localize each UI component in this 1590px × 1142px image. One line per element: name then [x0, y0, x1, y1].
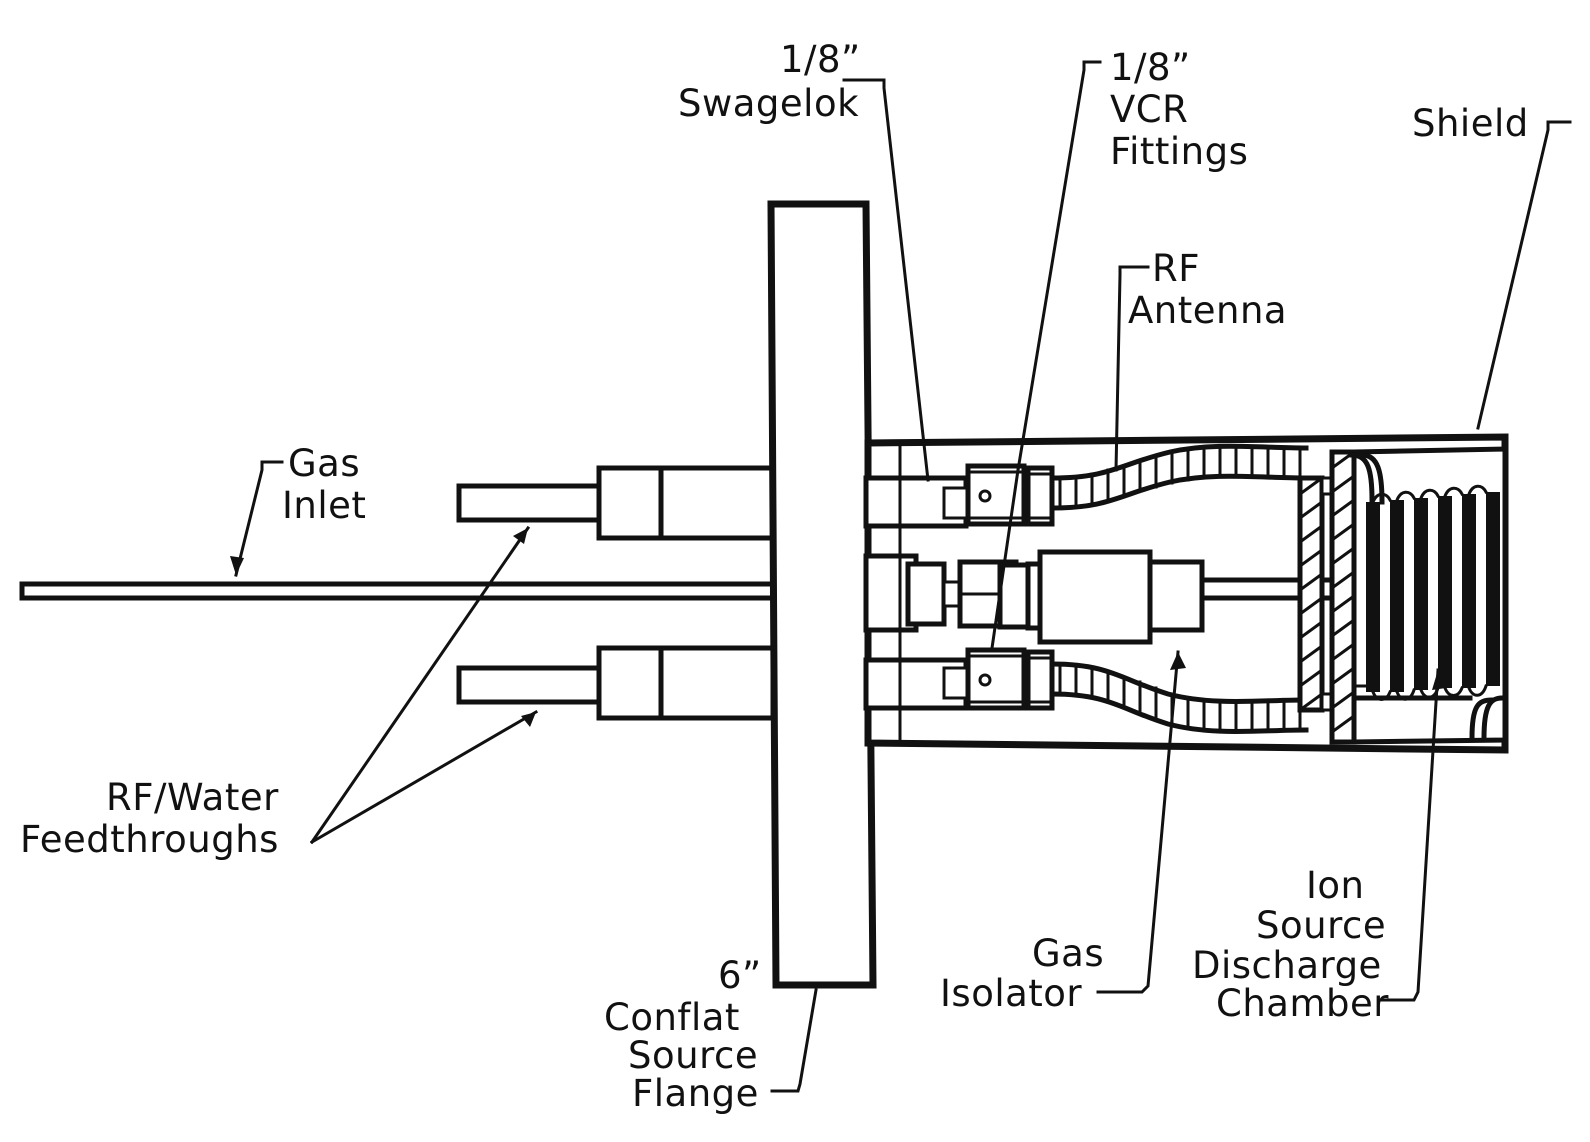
label-rf-water-feedthroughs: RF/Water Feedthroughs — [20, 776, 279, 861]
label-flange-line1: Conflat — [604, 996, 740, 1039]
label-swagelok-line2: Swagelok — [678, 82, 859, 125]
leader-lines — [234, 60, 1572, 1093]
rf-antenna-coil — [1366, 484, 1500, 701]
label-rf-antenna-line2: Antenna — [1128, 289, 1287, 332]
label-gas-isolator: Gas Isolator — [940, 932, 1104, 1015]
label-vcr-line1: 1/8” — [1110, 46, 1191, 89]
label-chamber-line3: Discharge — [1192, 944, 1382, 987]
label-gas-inlet: Gas Inlet — [282, 442, 366, 527]
label-feedthroughs-line2: Feedthroughs — [20, 818, 279, 861]
label-vcr-fittings: 1/8” VCR Fittings — [1110, 46, 1248, 173]
chamber-wall — [1329, 449, 1357, 745]
label-rf-antenna: RF Antenna — [1128, 247, 1287, 332]
label-swagelok-line1: 1/8” — [780, 38, 861, 81]
vcr-fitting-upper — [942, 463, 1055, 527]
label-gas-isolator-line1: Gas — [1032, 932, 1104, 975]
label-gas-inlet-line1: Gas — [288, 442, 360, 485]
label-swagelok: 1/8” Swagelok — [678, 38, 861, 125]
vcr-fitting-lower — [942, 647, 1055, 711]
label-feedthroughs-line1: RF/Water — [106, 776, 279, 819]
rf-water-feedthrough-upper — [456, 465, 776, 541]
ion-source-discharge-chamber — [1297, 446, 1508, 745]
label-chamber-line1: Ion — [1306, 864, 1365, 907]
label-flange-line2: Source — [628, 1034, 758, 1077]
label-flange-line3: Flange — [632, 1072, 759, 1115]
shield-inner-lines — [866, 441, 946, 745]
label-rf-antenna-line1: RF — [1152, 247, 1200, 290]
label-shield-line1: Shield — [1412, 102, 1529, 145]
label-vcr-line3: Fittings — [1110, 130, 1248, 173]
rf-water-feedthrough-lower — [456, 645, 776, 721]
leader-arrowheads — [230, 528, 1446, 727]
gas-inlet-tube — [19, 581, 777, 601]
conflat-source-flange — [767, 200, 877, 989]
label-vcr-line2: VCR — [1110, 88, 1188, 131]
label-ion-source-discharge-chamber: Ion Source Discharge Chamber — [1192, 864, 1389, 1025]
label-gas-inlet-line2: Inlet — [282, 484, 366, 527]
label-chamber-line4: Chamber — [1216, 982, 1389, 1025]
label-chamber-line2: Source — [1256, 904, 1386, 947]
label-gas-isolator-line2: Isolator — [940, 972, 1082, 1015]
label-shield: Shield — [1412, 102, 1529, 145]
label-flange-size: 6” — [718, 954, 762, 997]
label-conflat-source-flange: 6” Conflat Source Flange — [604, 954, 762, 1115]
rf-antenna-lead-upper — [1049, 443, 1309, 511]
